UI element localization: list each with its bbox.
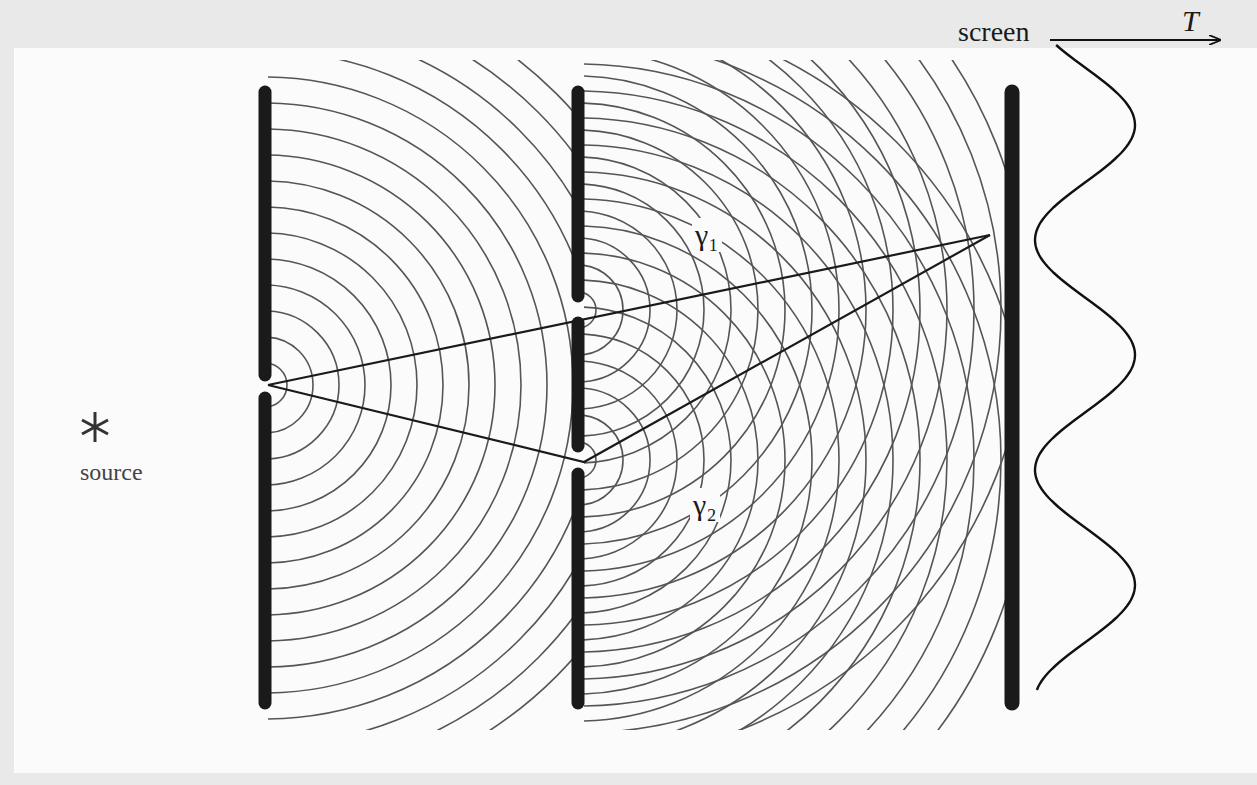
wavefront-arc (584, 103, 785, 517)
intensity-curve (1035, 45, 1135, 690)
wavefront-arc (584, 238, 650, 382)
wavefront-arc (584, 307, 731, 613)
wavefront-arc (584, 91, 947, 730)
wavefront-arc (268, 259, 391, 511)
wavefront-arc (268, 60, 574, 730)
wavefront-arc (584, 60, 920, 652)
wavefront-arc (268, 77, 573, 693)
wavefront-arc (584, 280, 758, 640)
wavefront-arc (584, 60, 1001, 730)
screen-label: screen (958, 18, 1030, 46)
wavefront-arc (584, 334, 704, 586)
source-star-symbol (82, 412, 108, 442)
wavefront-arc (268, 207, 443, 563)
wavefront-arc (268, 60, 574, 730)
wavefront-arc (584, 415, 623, 505)
wavefront-arc (584, 253, 785, 667)
barriers (265, 92, 1012, 703)
wavefront-arc (268, 155, 495, 615)
wavefront-arc (268, 103, 547, 667)
wavefront-arc (584, 118, 920, 730)
wavefront-arc (268, 60, 574, 719)
wavefront-arc (584, 76, 812, 544)
wavefront-arc (584, 60, 1006, 730)
slit-wavefronts (584, 60, 1006, 730)
source-wavefronts (268, 60, 574, 730)
wavefront-arc (584, 60, 947, 679)
path-label: γ₁ (692, 218, 722, 252)
wavefront-arc (584, 388, 650, 532)
wavefront-arc (268, 311, 339, 459)
path-label: γ₂ (690, 488, 720, 522)
wavefront-arc (268, 233, 417, 537)
wavefront-arc (584, 361, 677, 559)
photon-paths (268, 235, 990, 462)
wavefront-arc (584, 64, 974, 730)
wavefront-arc (584, 145, 893, 730)
wavefront-arc (584, 265, 623, 355)
page-ground (14, 48, 1257, 773)
wavefront-arc (584, 60, 1006, 730)
wavefront-arc (268, 181, 469, 589)
source-label: source (80, 460, 143, 484)
axis-label: T (1182, 6, 1199, 36)
wavefront-arc (584, 60, 839, 571)
wavefront-arc (268, 337, 313, 433)
wavefront-arc (268, 60, 574, 730)
intensity-axis (1050, 39, 1220, 41)
wavefront-arc (268, 285, 365, 485)
wavefront-arc (584, 172, 866, 730)
wavefront-arc (584, 292, 596, 328)
